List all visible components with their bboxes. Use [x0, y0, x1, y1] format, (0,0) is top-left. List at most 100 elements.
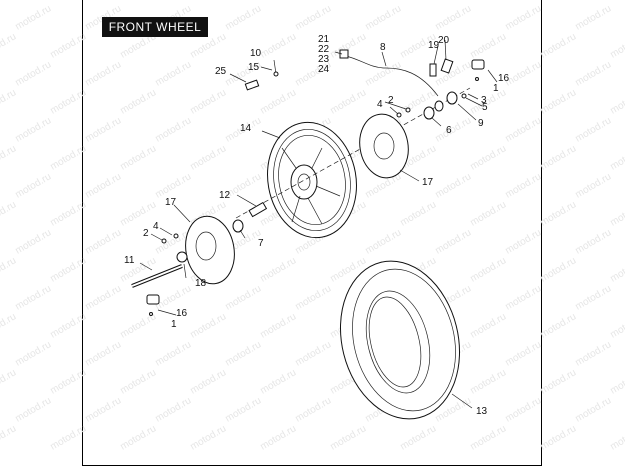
label-18: 18	[195, 278, 207, 289]
watermark-text: motod.ru	[609, 31, 625, 60]
label-17-left: 17	[165, 197, 177, 208]
wheel-rim	[267, 121, 357, 239]
label-20: 20	[438, 35, 450, 46]
axle-nut	[146, 294, 160, 305]
watermark-text: motod.ru	[469, 423, 509, 452]
watermark-text: motod.ru	[574, 59, 614, 88]
watermark-text: motod.ru	[49, 367, 89, 396]
watermark-text: motod.ru	[539, 199, 579, 228]
watermark-text: motod.ru	[224, 283, 264, 312]
watermark-text: motod.ru	[364, 227, 404, 256]
watermark-text: motod.ru	[294, 339, 334, 368]
label-25: 25	[215, 66, 227, 77]
watermark-text: motod.ru	[609, 255, 625, 284]
valve-stem	[244, 79, 260, 91]
watermark-text: motod.ru	[399, 423, 439, 452]
watermark-text: motod.ru	[14, 59, 54, 88]
watermark-text: motod.ru	[329, 87, 369, 116]
spacer	[248, 201, 268, 218]
watermark-text: motod.ru	[574, 283, 614, 312]
watermark-text: motod.ru	[539, 311, 579, 340]
label-2-right: 2	[388, 95, 394, 106]
watermark-text: motod.ru	[154, 395, 194, 424]
watermark-text: motod.ru	[294, 283, 334, 312]
label-4-right: 4	[377, 99, 383, 110]
watermark-text: motod.ru	[504, 283, 544, 312]
watermark-text: motod.ru	[539, 255, 579, 284]
watermark-text: motod.ru	[609, 143, 625, 172]
watermark-text: motod.ru	[0, 423, 18, 452]
watermark-text: motod.ru	[14, 3, 54, 32]
spacer-18	[176, 251, 188, 263]
watermark-text: motod.ru	[399, 199, 439, 228]
label-23: 23	[318, 54, 330, 65]
watermark-text: motod.ru	[574, 227, 614, 256]
label-17-right: 17	[422, 177, 434, 188]
watermark-text: motod.ru	[224, 339, 264, 368]
label-2-left: 2	[143, 228, 149, 239]
watermark-text: motod.ru	[84, 59, 124, 88]
watermark-text: motod.ru	[154, 339, 194, 368]
watermark-text: motod.ru	[49, 199, 89, 228]
label-7: 7	[258, 238, 264, 249]
watermark-text: motod.ru	[14, 283, 54, 312]
watermark-text: motod.ru	[154, 59, 194, 88]
watermark-text: motod.ru	[434, 227, 474, 256]
watermark-text: motod.ru	[504, 171, 544, 200]
watermark-text: motod.ru	[84, 227, 124, 256]
watermark-text: motod.ru	[49, 423, 89, 452]
watermark-text: motod.ru	[609, 311, 625, 340]
label-11: 11	[124, 255, 135, 266]
bearing-right	[423, 106, 435, 120]
watermark-text: motod.ru	[574, 115, 614, 144]
watermark-text: motod.ru	[294, 395, 334, 424]
watermark-text: motod.ru	[609, 199, 625, 228]
watermark-text: motod.ru	[189, 423, 229, 452]
watermark-text: motod.ru	[609, 367, 625, 396]
watermark-text: motod.ru	[574, 395, 614, 424]
watermark-text: motod.ru	[0, 87, 18, 116]
watermark-text: motod.ru	[434, 3, 474, 32]
label-1-left: 1	[171, 319, 177, 330]
watermark-text: motod.ru	[84, 115, 124, 144]
watermark-text: motod.ru	[539, 423, 579, 452]
label-19: 19	[428, 40, 440, 51]
watermark-text: motod.ru	[84, 395, 124, 424]
label-12: 12	[219, 190, 231, 201]
tire	[339, 260, 461, 420]
watermark-text: motod.ru	[469, 31, 509, 60]
watermark-text: motod.ru	[539, 367, 579, 396]
axle-cap	[471, 59, 485, 70]
watermark-text: motod.ru	[504, 3, 544, 32]
watermark-text: motod.ru	[49, 31, 89, 60]
watermark-text: motod.ru	[259, 255, 299, 284]
watermark-text: motod.ru	[14, 227, 54, 256]
bearing-left	[232, 219, 244, 233]
watermark-text: motod.ru	[224, 3, 264, 32]
sensor-cable	[339, 49, 439, 97]
label-5: 5	[482, 102, 488, 113]
screws	[149, 77, 479, 316]
watermark-text: motod.ru	[84, 283, 124, 312]
watermark-text: motod.ru	[574, 171, 614, 200]
watermark-text: motod.ru	[84, 339, 124, 368]
brake-disc-right	[359, 113, 409, 179]
watermark-text: motod.ru	[574, 3, 614, 32]
diagram-title: FRONT WHEEL	[102, 17, 208, 37]
watermark-text: motod.ru	[189, 87, 229, 116]
watermark-text: motod.ru	[609, 423, 625, 452]
watermark-text: motod.ru	[504, 59, 544, 88]
watermark-text: motod.ru	[539, 31, 579, 60]
label-15: 15	[248, 62, 260, 73]
watermark-text: motod.ru	[539, 143, 579, 172]
label-8: 8	[380, 42, 386, 53]
label-22: 22	[318, 44, 330, 55]
balance-weight	[273, 59, 279, 77]
watermark-text: motod.ru	[49, 311, 89, 340]
watermark-text: motod.ru	[574, 339, 614, 368]
watermark-text: motod.ru	[0, 367, 18, 396]
watermark-text: motod.ru	[0, 199, 18, 228]
label-6: 6	[446, 125, 452, 136]
watermark-text: motod.ru	[469, 367, 509, 396]
watermark-text: motod.ru	[0, 31, 18, 60]
